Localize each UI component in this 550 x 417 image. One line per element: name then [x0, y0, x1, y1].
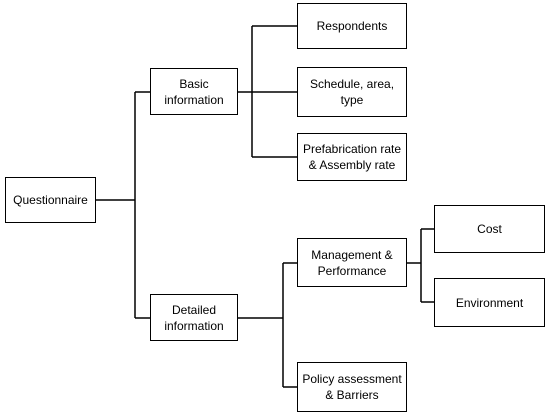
schedule-area-type-node: Schedule, area, type	[297, 67, 407, 117]
cost-label: Cost	[477, 222, 502, 236]
questionnaire-node: Questionnaire	[5, 177, 96, 223]
management-performance-label: Management & Performance	[311, 247, 393, 278]
prefabrication-rate-node: Prefabrication rate & Assembly rate	[297, 133, 407, 181]
management-performance-node: Management & Performance	[297, 238, 407, 287]
policy-assessment-label: Policy assessment & Barriers	[302, 372, 402, 402]
respondents-label: Respondents	[316, 19, 388, 33]
prefabrication-rate-label: Prefabrication rate & Assembly rate	[302, 142, 402, 172]
basic-information-node: Basic information	[150, 68, 238, 115]
environment-node: Environment	[434, 278, 545, 327]
detailed-information-node: Detailed information	[150, 294, 238, 341]
cost-node: Cost	[434, 205, 545, 253]
schedule-area-type-label: Schedule, area, type	[309, 77, 395, 107]
basic-information-label: Basic information	[164, 76, 224, 107]
policy-assessment-node: Policy assessment & Barriers	[297, 362, 407, 412]
questionnaire-label: Questionnaire	[13, 193, 88, 207]
detailed-information-label: Detailed information	[164, 302, 224, 333]
environment-label: Environment	[455, 295, 524, 310]
respondents-node: Respondents	[297, 3, 407, 49]
